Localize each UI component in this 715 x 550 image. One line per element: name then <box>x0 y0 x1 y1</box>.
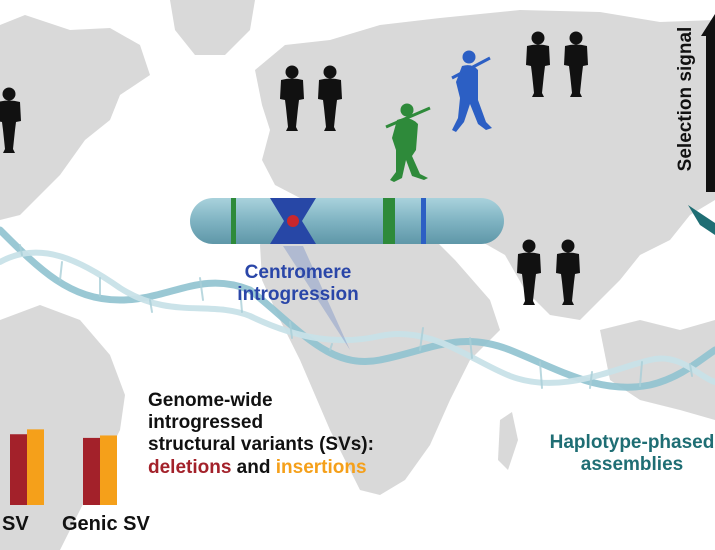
bar-deletions-sv <box>10 434 27 505</box>
haplotype-line2: assemblies <box>580 454 684 476</box>
bar-insertions-genic-sv <box>100 435 117 505</box>
chevron-icon <box>688 205 715 235</box>
genome-wide-line2: introgressed <box>148 412 264 434</box>
greenland <box>170 0 255 55</box>
dna-strand-b <box>0 249 715 386</box>
chromosome-band-neanderthal-left <box>231 198 236 244</box>
chromosome-body <box>190 198 504 244</box>
haplotype-line1: Haplotype-phased <box>549 432 715 453</box>
sv-bar-chart <box>10 429 117 505</box>
chromosome-band-neanderthal-right <box>383 198 395 244</box>
dna-rungs <box>19 244 693 389</box>
europe-asia <box>255 10 715 320</box>
selection-signal-text: Selection signal <box>674 26 696 172</box>
genome-wide-sv-label: Genome-wide introgressed structural vari… <box>148 390 374 479</box>
centromere-label-line2: introgression <box>237 284 359 306</box>
madagascar <box>498 412 518 470</box>
selection-arrow <box>701 14 715 192</box>
southeast-asia <box>600 320 715 420</box>
neanderthal-icon <box>385 103 431 182</box>
denisovan-icon <box>451 50 492 132</box>
centromere-dot <box>287 215 299 227</box>
africa <box>260 210 500 495</box>
bar-insertions-sv <box>27 429 44 505</box>
dna-helix <box>0 226 715 391</box>
deletions-label: deletions <box>148 456 232 478</box>
north-america <box>0 15 150 220</box>
haplotype-phased-label: Haplotype-phased assemblies <box>527 432 715 476</box>
chromosome-band-denisovan <box>421 198 426 244</box>
bar-deletions-genic-sv <box>83 437 100 505</box>
and-label: and <box>231 456 276 478</box>
insertions-label: insertions <box>275 456 367 478</box>
sv-axis-label: SV <box>2 513 29 535</box>
genome-wide-line3: structural variants (SVs): <box>148 434 374 456</box>
chromosome <box>190 198 504 244</box>
genome-wide-line1: Genome-wide <box>148 390 273 411</box>
centromere-label-line1: Centromere <box>244 262 352 283</box>
centromere-introgression-label: Centromere introgression <box>218 262 378 306</box>
selection-signal-label: Selection signal <box>666 6 706 192</box>
callout-cone <box>283 246 350 350</box>
dna-strand-a <box>0 226 715 391</box>
genic-sv-axis-label: Genic SV <box>62 513 150 535</box>
